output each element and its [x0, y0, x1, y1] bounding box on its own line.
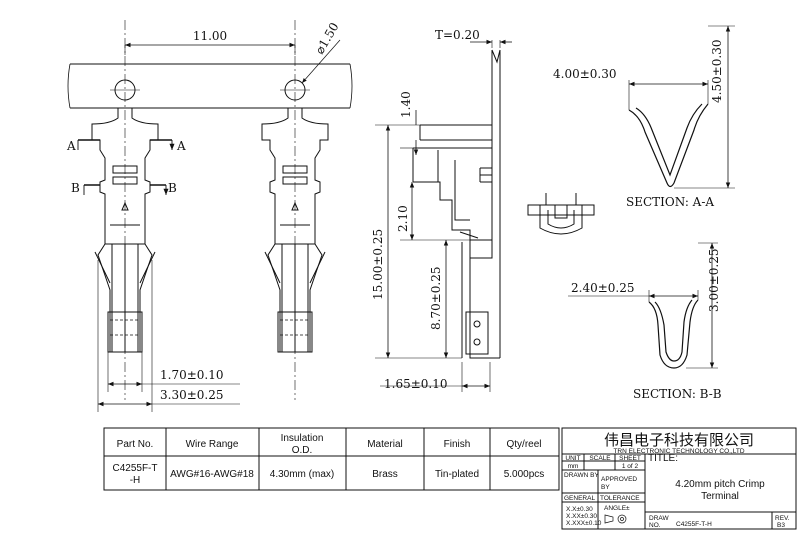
cell-qty: 5.000pcs: [504, 469, 545, 480]
terminal-left: [91, 108, 159, 353]
cell-insulation: 4.30mm (max): [270, 469, 334, 480]
dim-15-00: 15.00±0.25: [371, 229, 385, 300]
dim-1-65: 1.65±0.10: [384, 377, 448, 391]
dim-section-a-height: 4.50±0.30: [710, 40, 724, 104]
section-mark-b-left: B: [71, 181, 80, 195]
approved-label: APPROVED: [601, 476, 637, 483]
sheet-value: 1 of 2: [622, 463, 639, 470]
dim-2-10: 2.10: [396, 205, 410, 232]
drawing-title-line2: Terminal: [701, 491, 739, 502]
header-finish: Finish: [444, 439, 471, 450]
unit-label: UNIT: [565, 455, 580, 462]
section-mark-a-right: A: [176, 139, 186, 153]
draw-label: DRAW: [649, 515, 669, 522]
title-label: TITLE:: [648, 453, 678, 464]
general-label: GENERAL: [564, 495, 595, 502]
section-a-label: SECTION: A-A: [626, 195, 714, 209]
dim-section-a-width: 4.00±0.30: [553, 67, 617, 81]
tol-3: X.XXX±0.10: [566, 520, 602, 527]
dim-8-70: 8.70±0.25: [429, 267, 443, 331]
dim-1-40: 1.40: [399, 91, 413, 118]
header-qty: Qty/reel: [506, 439, 541, 450]
tol-2: X.XX±0.30: [566, 513, 597, 520]
spec-table: [103, 427, 560, 491]
approved-by-label: BY: [601, 484, 610, 491]
dim-pitch: 11.00: [193, 29, 227, 43]
side-view: [375, 39, 512, 392]
header-material: Material: [367, 439, 403, 450]
carrier-strip: [70, 63, 350, 109]
dim-section-b-width: 2.40±0.25: [571, 281, 635, 295]
title-block: [561, 427, 797, 530]
title-block-text: 伟昌电子科技有限公司 TRN ELECTRONIC TECHNOLOGY CO.…: [564, 431, 790, 529]
header-insulation: Insulation: [281, 433, 324, 444]
section-b-view: [568, 242, 718, 369]
unit-value: mm: [568, 463, 579, 470]
drawn-by-label: DRAWN BY: [564, 472, 599, 479]
company-name-cn: 伟昌电子科技有限公司: [604, 431, 754, 449]
tol-1: X.X±0.30: [566, 506, 593, 513]
terminal-right: [261, 108, 329, 353]
tolerance-label: TOLERANCE: [600, 495, 640, 502]
scale-label: SCALE: [589, 455, 611, 462]
section-b-label: SECTION: B-B: [633, 387, 722, 401]
sheet-label: SHEET: [619, 455, 641, 462]
cell-finish: Tin-plated: [435, 469, 479, 480]
cell-material: Brass: [372, 469, 398, 480]
cell-part-no-suffix: -H: [130, 475, 141, 486]
section-mark-b-right: B: [168, 181, 177, 195]
header-wire-range: Wire Range: [186, 439, 239, 450]
end-view: [527, 193, 595, 235]
no-label: NO.: [649, 522, 661, 529]
cell-part-no: C4255F-T: [112, 463, 157, 474]
dim-thickness: T=0.20: [435, 28, 480, 42]
header-insulation-od: O.D.: [292, 445, 313, 456]
header-part-no: Part No.: [117, 439, 154, 450]
dim-3-30: 3.30±0.25: [160, 388, 224, 402]
dim-hole-dia: ⌀1.50: [312, 20, 341, 56]
angle-label: ANGLE±: [604, 505, 630, 512]
spec-table-text: Part No. Wire Range Insulation O.D. Mate…: [112, 433, 544, 486]
section-a-view: [628, 25, 735, 189]
dim-section-b-height: 3.00±0.25: [707, 249, 721, 313]
drawing-number: C4255F-T-H: [676, 521, 712, 528]
rev-value: B3: [777, 522, 785, 529]
front-view: [67, 20, 353, 412]
cell-wire-range: AWG#16-AWG#18: [170, 469, 254, 480]
rev-label: REV.: [775, 515, 790, 522]
drawing-title-line1: 4.20mm pitch Crimp: [675, 479, 765, 490]
dim-1-70: 1.70±0.10: [160, 368, 224, 382]
projection-symbol-icon: [604, 514, 627, 524]
company-name-en: TRN ELECTRONIC TECHNOLOGY CO.,LTD: [613, 448, 744, 455]
section-mark-a-left: A: [66, 139, 76, 153]
